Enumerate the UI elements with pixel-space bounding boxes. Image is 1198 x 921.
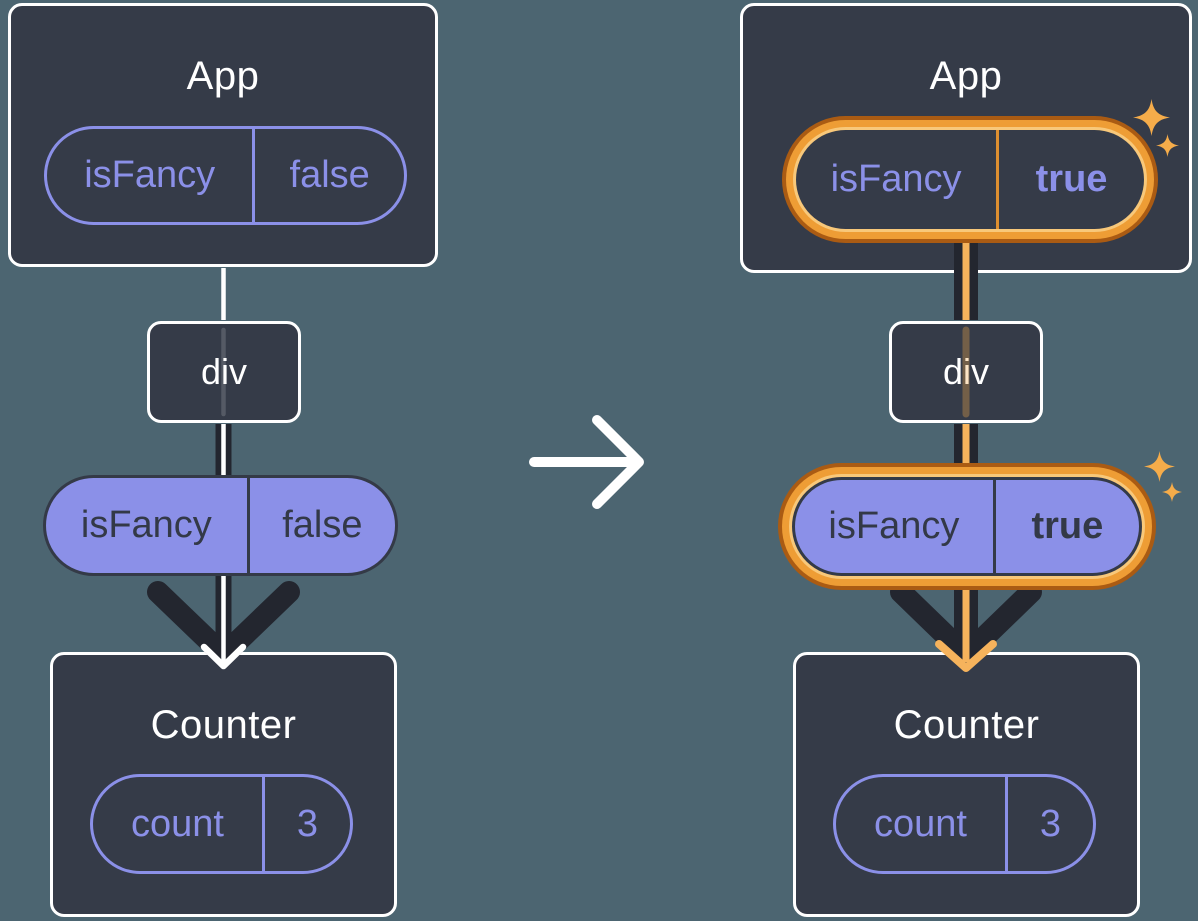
before-app-prop-pill: isFancy false [44,126,407,225]
prop-value: false [252,129,404,222]
before-passed-prop-pill: isFancy false [43,475,398,576]
state-name: count [873,802,967,845]
before-app-title: App [186,54,260,98]
prop-value: true [992,480,1139,573]
prop-value: false [246,478,395,573]
state-value: 3 [261,777,350,871]
sparkle-icon [1133,99,1170,136]
before-counter-state-pill: count 3 [90,774,353,874]
after-div-box: div [889,321,1043,423]
prop-name: isFancy [830,158,962,200]
before-counter-box: Counter count 3 [50,652,397,917]
after-div-label: div [942,351,990,392]
after-app-box: App isFancy true [740,3,1192,273]
prop-name: isFancy [84,154,216,196]
prop-value: true [996,130,1144,229]
sparkle-icon [1156,134,1179,157]
before-app-box: App isFancy false [8,3,438,267]
after-counter-state-pill: count 3 [833,774,1096,874]
before-div-label: div [200,351,248,392]
before-counter-title: Counter [150,703,297,747]
after-counter-box: Counter count 3 [793,652,1140,917]
prop-name: isFancy [80,504,212,546]
state-name: count [130,802,224,845]
prop-name: isFancy [828,505,960,547]
sparkle-icon [1162,482,1182,502]
before-div-box: div [147,321,301,423]
after-app-title: App [929,54,1003,98]
after-app-prop-pill: isFancy true [796,130,1144,229]
after-counter-title: Counter [893,703,1040,747]
sparkle-icon [1144,451,1175,482]
state-value: 3 [1004,777,1093,871]
after-passed-prop-pill: isFancy true [792,477,1142,576]
